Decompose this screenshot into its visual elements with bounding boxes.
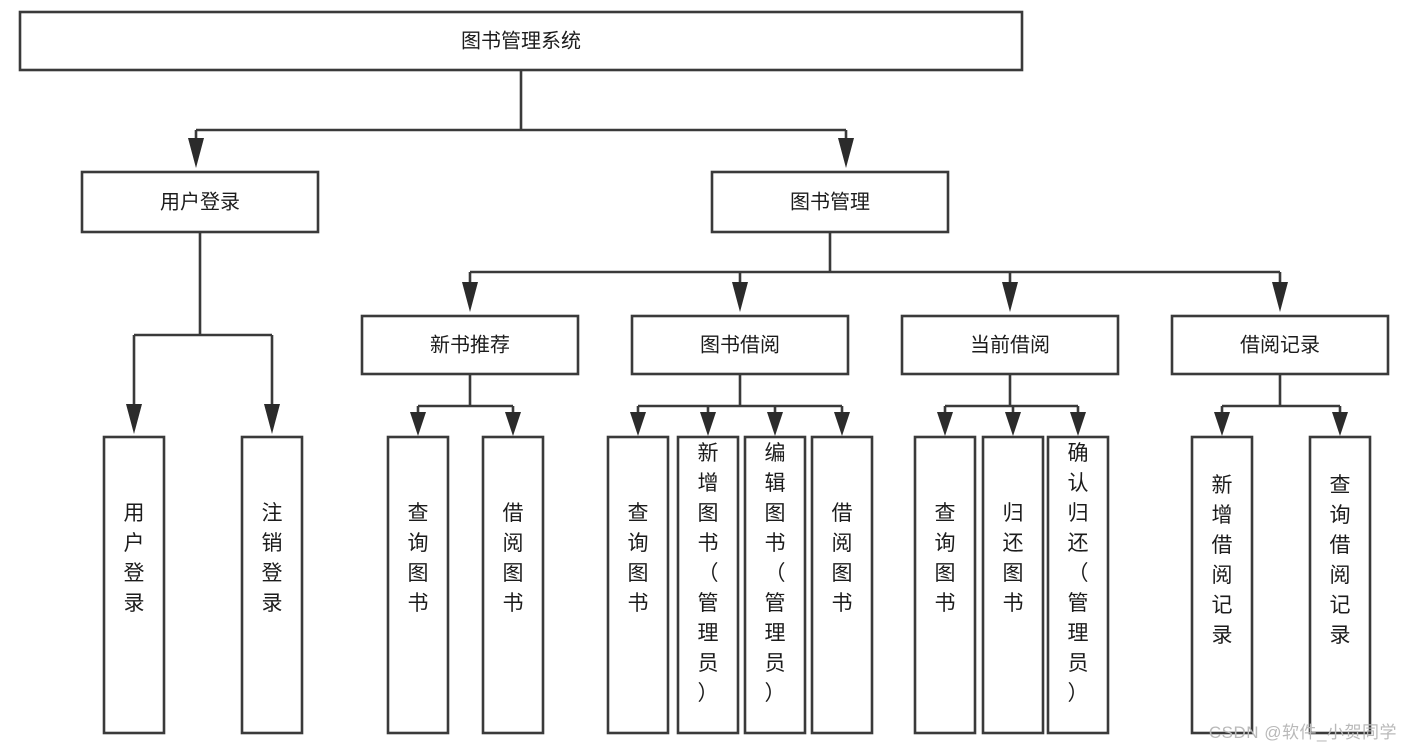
leaf-node-add-book-admin[interactable]: 新增图书（管理员） <box>676 435 740 735</box>
root-box <box>18 10 1024 72</box>
new-book-recommend-box <box>360 314 580 376</box>
leaf-node-add-borrow-record[interactable]: 新增借阅记录 <box>1190 435 1254 735</box>
arrow-head-icon <box>462 282 478 312</box>
arrow-head-icon <box>1005 412 1021 436</box>
user-login-box <box>80 170 320 234</box>
leaf-node-user-login[interactable]: 用户登录 <box>102 435 166 735</box>
leaf-label: 查询借阅记录 <box>1330 474 1351 647</box>
arrow-head-icon <box>937 412 953 436</box>
node-current-borrow[interactable]: 当前借阅 <box>900 314 1120 376</box>
arrow-head-icon <box>410 412 426 436</box>
leaf-label: 确认归还（管理员） <box>1068 442 1089 705</box>
arrow-head-icon <box>1332 412 1348 436</box>
arrow-head-icon <box>732 282 748 312</box>
book-management-label: 图书管理 <box>790 190 870 213</box>
current-borrow-label: 当前借阅 <box>970 333 1050 356</box>
leaf-node-query-book-current[interactable]: 查询图书 <box>913 435 977 735</box>
arrow-head-icon <box>630 412 646 436</box>
leaf-label: 查询图书 <box>628 502 649 615</box>
connector-root-to-level1 <box>188 70 854 168</box>
leaf-label: 查询图书 <box>935 502 956 615</box>
node-user-login[interactable]: 用户登录 <box>80 170 320 234</box>
arrow-head-icon <box>1214 412 1230 436</box>
leaf-label: 归还图书 <box>1003 502 1024 615</box>
watermark: CSDN @软件_小贺同学 <box>1208 723 1397 742</box>
leaf-node-query-book-borrow[interactable]: 查询图书 <box>606 435 670 735</box>
leaf-node-logout[interactable]: 注销登录 <box>240 435 304 735</box>
root-label: 图书管理系统 <box>461 29 581 52</box>
connector-new-book-recommend-to-leaves <box>410 374 521 436</box>
arrow-head-icon <box>700 412 716 436</box>
node-new-book-recommend[interactable]: 新书推荐 <box>360 314 580 376</box>
connector-book-borrow-to-leaves <box>630 374 850 436</box>
new-book-recommend-label: 新书推荐 <box>430 333 510 356</box>
leaf-label: 编辑图书（管理员） <box>765 442 786 705</box>
arrow-head-icon <box>1272 282 1288 312</box>
connector-current-borrow-to-leaves <box>937 374 1086 436</box>
leaf-label: 查询图书 <box>408 502 429 615</box>
leaf-label: 借阅图书 <box>503 502 524 615</box>
arrow-head-icon <box>1070 412 1086 436</box>
book-borrow-label: 图书借阅 <box>700 333 780 356</box>
connector-borrow-record-to-leaves <box>1214 374 1348 436</box>
leaf-box <box>981 435 1045 735</box>
arrow-head-icon <box>505 412 521 436</box>
leaf-node-query-book-recommend[interactable]: 查询图书 <box>386 435 450 735</box>
borrow-record-label: 借阅记录 <box>1240 333 1320 356</box>
leaf-box <box>810 435 874 735</box>
arrow-head-icon <box>264 404 280 434</box>
leaf-box <box>1190 435 1254 735</box>
leaf-node-return-book[interactable]: 归还图书 <box>981 435 1045 735</box>
leaf-label: 注销登录 <box>262 502 283 615</box>
leaf-label: 新增借阅记录 <box>1212 474 1233 647</box>
leaf-label: 用户登录 <box>124 502 145 615</box>
connector-book-management-to-level2 <box>462 232 1288 312</box>
leaf-box <box>606 435 670 735</box>
leaf-box <box>240 435 304 735</box>
leaf-label: 借阅图书 <box>832 502 853 615</box>
leaf-node-confirm-return-admin[interactable]: 确认归还（管理员） <box>1046 435 1110 735</box>
arrow-head-icon <box>834 412 850 436</box>
arrow-head-icon <box>838 138 854 168</box>
node-book-management[interactable]: 图书管理 <box>710 170 950 234</box>
leaf-node-query-borrow-record[interactable]: 查询借阅记录 <box>1308 435 1372 735</box>
node-borrow-record[interactable]: 借阅记录 <box>1170 314 1390 376</box>
arrow-head-icon <box>126 404 142 434</box>
user-login-label: 用户登录 <box>160 190 240 213</box>
arrow-head-icon <box>767 412 783 436</box>
leaf-label: 新增图书（管理员） <box>698 442 719 705</box>
leaf-box <box>1308 435 1372 735</box>
arrow-head-icon <box>188 138 204 168</box>
leaf-box <box>386 435 450 735</box>
leaf-box <box>102 435 166 735</box>
leaf-node-edit-book-admin[interactable]: 编辑图书（管理员） <box>743 435 807 735</box>
node-root-system[interactable]: 图书管理系统 <box>18 10 1024 72</box>
leaf-box <box>913 435 977 735</box>
leaf-box <box>676 435 740 735</box>
current-borrow-box <box>900 314 1120 376</box>
leaf-box <box>481 435 545 735</box>
leaf-box <box>1046 435 1110 735</box>
leaf-box <box>743 435 807 735</box>
node-book-borrow[interactable]: 图书借阅 <box>630 314 850 376</box>
leaf-node-borrow-book-recommend[interactable]: 借阅图书 <box>481 435 545 735</box>
connector-user-login-to-leaves <box>126 232 280 434</box>
leaf-node-borrow-book[interactable]: 借阅图书 <box>810 435 874 735</box>
arrow-head-icon <box>1002 282 1018 312</box>
